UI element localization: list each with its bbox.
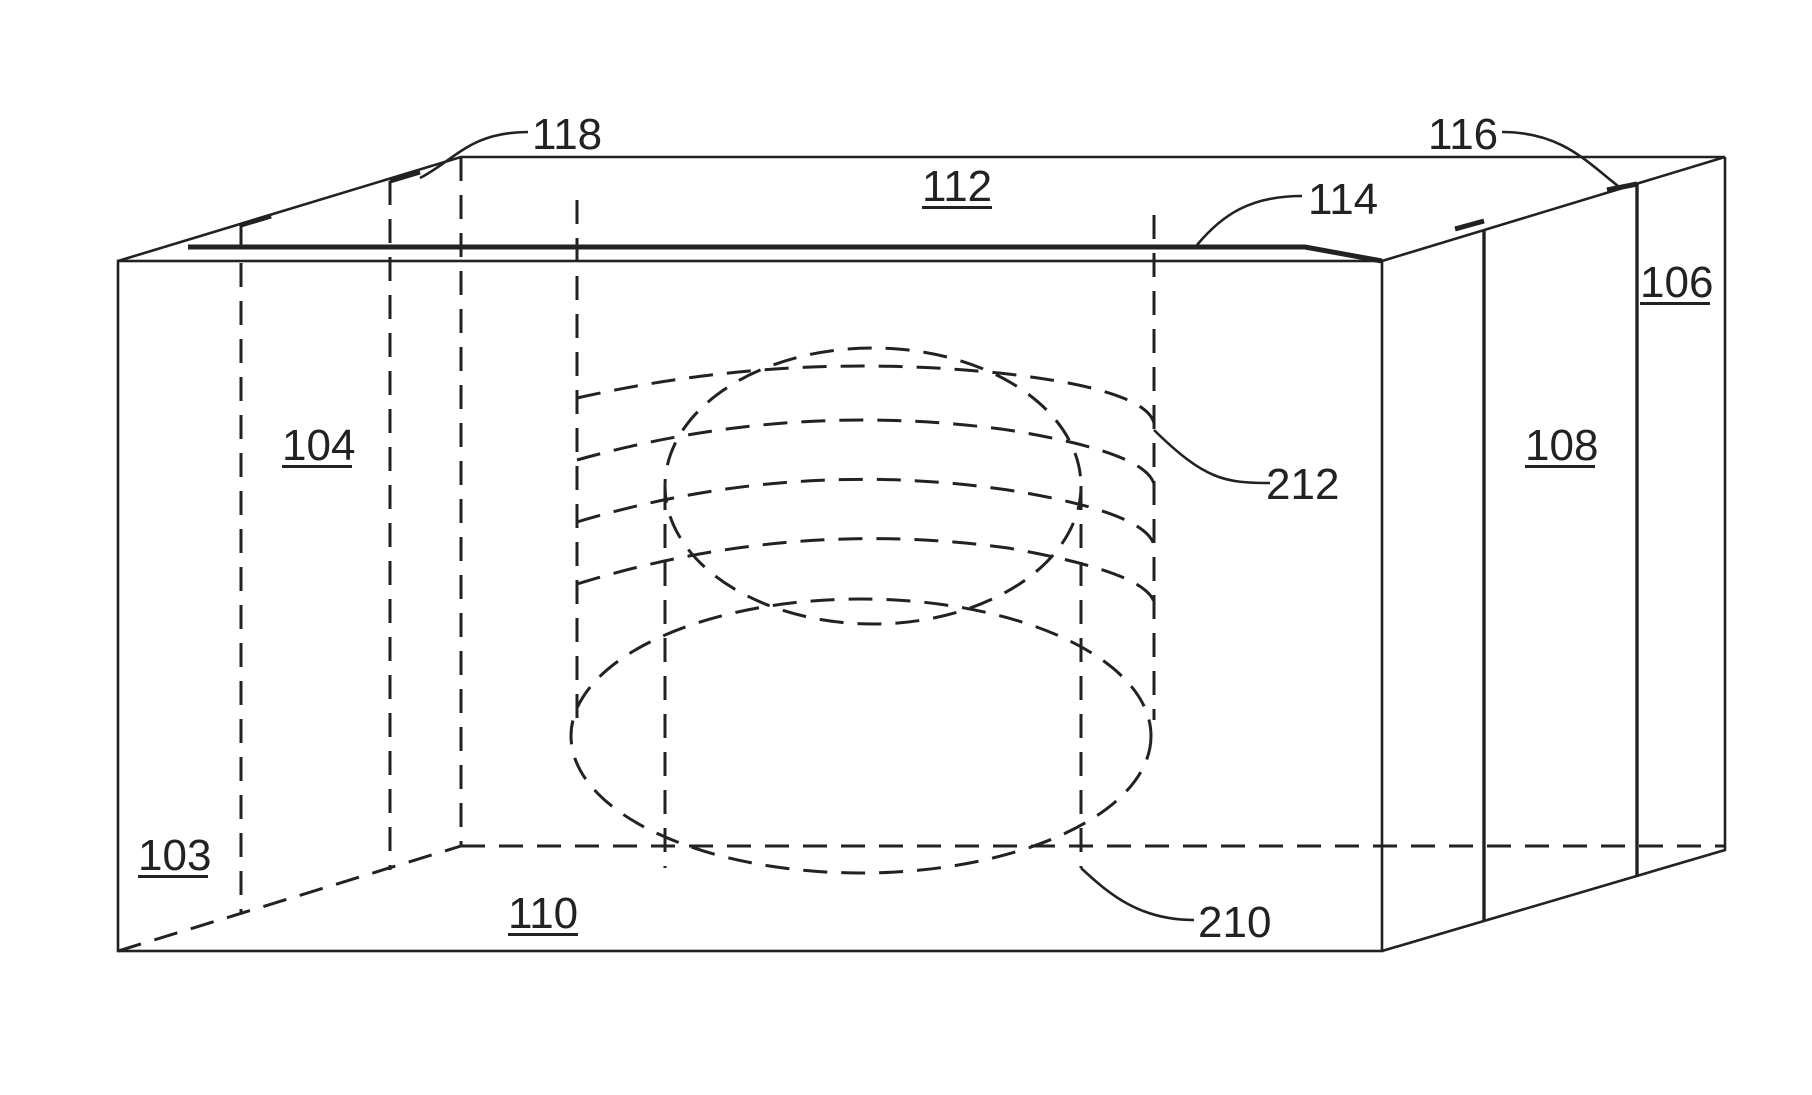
- label-110: 110: [508, 889, 578, 938]
- label-104-underline: [282, 465, 352, 468]
- label-103-underline: [138, 875, 208, 878]
- leader-210: [1081, 868, 1194, 920]
- panel-108: [1455, 184, 1637, 921]
- label-112-underline: [922, 206, 992, 209]
- label-110-underline: [508, 933, 578, 936]
- reference-labels: 118 116 112 114 106 104 108 212 103 110 …: [138, 110, 1713, 947]
- leader-114: [1197, 196, 1302, 245]
- label-212: 212: [1266, 460, 1339, 509]
- cylinder-210: [571, 348, 1151, 873]
- coil-212-turn-2: [577, 420, 1154, 484]
- leader-lines: [420, 132, 1618, 920]
- label-118: 118: [532, 110, 602, 159]
- panel-108-top-116b: [1607, 184, 1637, 190]
- label-116: 116: [1428, 110, 1498, 159]
- label-106: 106: [1640, 258, 1713, 307]
- leader-116: [1502, 132, 1618, 186]
- panel-108-top-116: [1455, 221, 1484, 229]
- leader-212: [1154, 430, 1270, 483]
- label-104: 104: [282, 421, 355, 470]
- label-106-underline: [1640, 302, 1710, 305]
- label-108: 108: [1525, 421, 1598, 470]
- label-103: 103: [138, 831, 211, 880]
- leader-118: [420, 132, 528, 178]
- label-210: 210: [1198, 898, 1271, 947]
- label-112: 112: [922, 162, 992, 211]
- cylinder-210-bottom-ellipse: [571, 599, 1151, 873]
- cylinder-210-top-ellipse: [665, 348, 1081, 624]
- label-108-underline: [1525, 465, 1595, 468]
- panel-104: [241, 172, 420, 914]
- panel-104-top-118: [241, 216, 271, 225]
- coil-212-turn-1: [577, 366, 1154, 423]
- top-layer-114: [188, 247, 1382, 261]
- label-114: 114: [1308, 175, 1378, 224]
